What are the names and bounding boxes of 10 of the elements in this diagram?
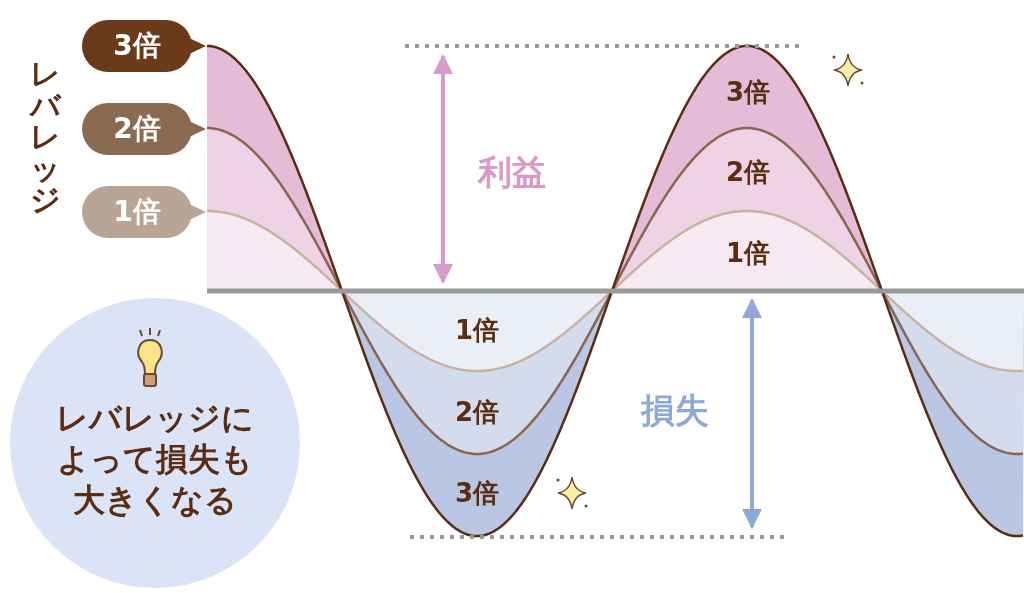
multiplier-label: 1倍	[725, 240, 771, 266]
multiplier-label: 2倍	[725, 159, 771, 185]
multiplier-label: 2倍	[454, 399, 500, 425]
multiplier-label: 3倍	[725, 79, 771, 105]
tip-text: レバレッジによって損失も大きくなる	[55, 398, 255, 521]
loss-label: 損失	[641, 393, 709, 427]
profit-label: 利益	[478, 155, 546, 189]
multiplier-label: 3倍	[454, 480, 500, 506]
vertical-label: レバレッジ	[30, 58, 60, 216]
multiplier-label: 1倍	[454, 317, 500, 343]
